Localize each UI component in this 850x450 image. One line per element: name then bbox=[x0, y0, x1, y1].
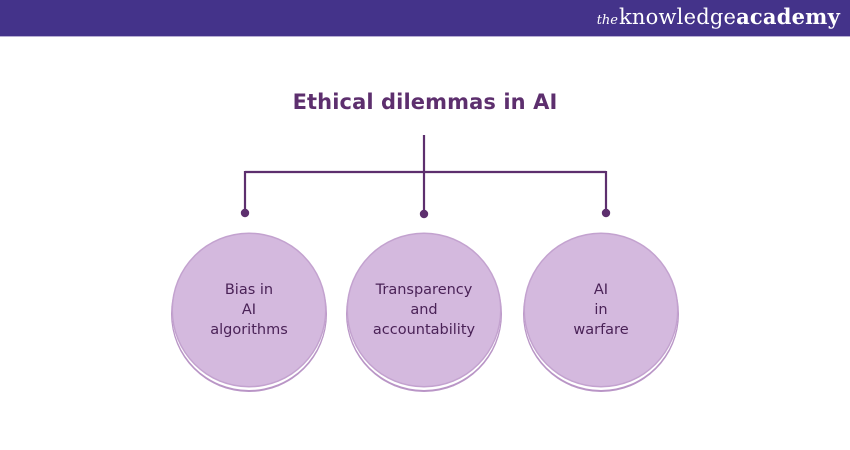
node-label-line: Transparency bbox=[375, 282, 473, 298]
node-label-line: AI bbox=[593, 282, 609, 298]
node-label-line: AI bbox=[241, 302, 257, 318]
logo-word-knowledge: knowledge bbox=[618, 5, 737, 29]
node-ai-in-warfare: AI in warfare bbox=[525, 234, 677, 386]
node-label-line: accountability bbox=[372, 322, 476, 338]
header-bar: the knowledge academy bbox=[0, 0, 850, 36]
brand-logo[interactable]: the knowledge academy bbox=[597, 4, 840, 32]
node-transparency-and-accountability: Transparency and accountability bbox=[348, 234, 500, 386]
logo-word-academy: academy bbox=[736, 4, 840, 29]
connector-dot-center bbox=[419, 209, 429, 219]
node-bias-in-ai-algorithms: Bias in AI algorithms bbox=[173, 234, 325, 386]
connector-dot-left bbox=[240, 208, 250, 218]
node-label: AI in warfare bbox=[573, 280, 628, 340]
connector-dot-right bbox=[601, 208, 611, 218]
node-label-line: in bbox=[594, 302, 608, 318]
diagram-title: Ethical dilemmas in AI bbox=[292, 90, 558, 114]
logo-prefix: the bbox=[596, 13, 618, 28]
node-label: Bias in AI algorithms bbox=[210, 280, 288, 340]
node-label-line: and bbox=[410, 302, 438, 318]
node-label-line: warfare bbox=[573, 322, 629, 338]
header-divider bbox=[0, 36, 850, 37]
node-label-line: Bias in bbox=[224, 282, 274, 298]
node-label: Transparency and accountability bbox=[373, 280, 475, 340]
node-label-line: algorithms bbox=[210, 322, 288, 338]
